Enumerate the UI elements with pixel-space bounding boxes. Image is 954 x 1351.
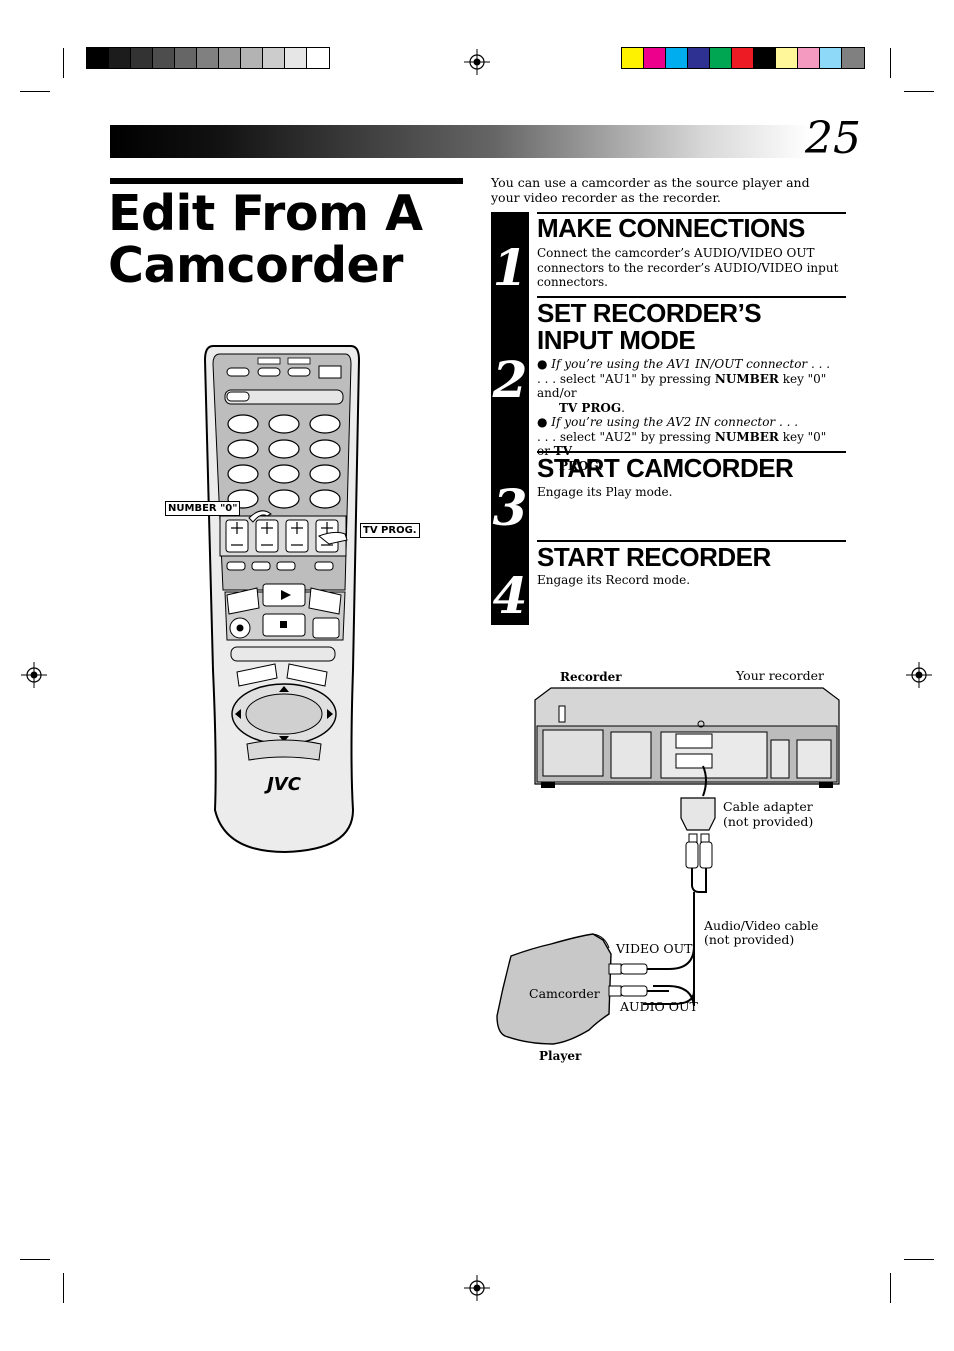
bullet-italic-text: If you’re using the AV2 IN connector . .…: [551, 415, 799, 429]
instruction-line: . . . select "AU1" by pressing NUMBER ke…: [537, 372, 842, 401]
instruction-line: PROG.: [537, 459, 842, 474]
color-swatch: [219, 48, 241, 68]
key-name: PROG: [559, 458, 599, 473]
color-swatch: [109, 48, 131, 68]
callout-tv-prog: TV PROG.: [360, 523, 420, 538]
av-cable-label: Audio/Video cable: [704, 918, 819, 933]
step-rule: [537, 540, 846, 542]
step-number: 1: [492, 238, 528, 297]
text-run: key "0" and/or: [537, 371, 827, 401]
color-swatch: [644, 48, 666, 68]
step-rule: [537, 451, 846, 453]
remote-brand-logo: JVC: [264, 774, 302, 795]
color-swatch: [688, 48, 710, 68]
color-swatch: [285, 48, 307, 68]
step-number: 3: [492, 478, 528, 537]
step-text: ● If you’re using the AV1 IN/OUT connect…: [537, 357, 842, 473]
registration-mark-icon: [906, 662, 932, 688]
color-swatch: [776, 48, 798, 68]
bullet-line: ● If you’re using the AV1 IN/OUT connect…: [537, 357, 831, 371]
step-text: Engage its Record mode.: [537, 573, 691, 587]
crop-mark: [20, 1259, 50, 1260]
text-run: .: [621, 400, 625, 415]
color-swatch: [131, 48, 153, 68]
step-number: 2: [492, 350, 528, 409]
color-swatch: [798, 48, 820, 68]
av-cable-note: (not provided): [704, 932, 795, 947]
step-text: Engage its Play mode.: [537, 485, 673, 499]
header-band: [110, 125, 810, 158]
crop-mark: [890, 1273, 891, 1303]
connection-diagram: [496, 687, 840, 1045]
step-rule: [537, 212, 846, 214]
color-swatch: [175, 48, 197, 68]
instruction-line: TV PROG.: [537, 401, 842, 416]
registration-mark-icon: [464, 1275, 490, 1301]
your-recorder-label: Your recorder: [736, 668, 824, 683]
page-title: Edit From A Camcorder: [108, 185, 423, 294]
camcorder-label: Camcorder: [529, 986, 600, 1001]
step-heading: SET RECORDER’S INPUT MODE: [537, 298, 762, 355]
crop-mark: [20, 91, 50, 92]
color-swatch: [622, 48, 644, 68]
registration-mark-icon: [464, 49, 490, 75]
page-number: 25: [805, 113, 861, 164]
color-swatch: [197, 48, 219, 68]
crop-mark: [904, 1259, 934, 1260]
text-run: . . . select "AU2" by pressing: [537, 429, 715, 444]
key-name: TV PROG: [559, 400, 622, 415]
cable-adapter-label: Cable adapter: [723, 799, 813, 814]
step-text: Connect the camcorder’s AUDIO/VIDEO OUT …: [537, 246, 839, 289]
text-run: .: [598, 458, 603, 473]
color-swatch: [666, 48, 688, 68]
color-swatch: [710, 48, 732, 68]
color-swatch: [732, 48, 754, 68]
registration-mark-icon: [21, 662, 47, 688]
remote-control-illustration: JVC: [203, 345, 361, 854]
crop-mark: [904, 91, 934, 92]
intro-text: You can use a camcorder as the source pl…: [491, 175, 810, 205]
step-number-column: [491, 212, 529, 625]
bullet-italic-text: If you’re using the AV1 IN/OUT connector…: [551, 357, 831, 371]
color-swatch: [307, 48, 329, 68]
step-heading: MAKE CONNECTIONS: [537, 213, 805, 243]
crop-mark: [890, 48, 891, 78]
step-heading: START RECORDER: [537, 542, 771, 572]
title-rule: [110, 178, 463, 184]
player-label: Player: [539, 1049, 582, 1063]
key-name: NUMBER: [714, 371, 779, 386]
crop-mark: [63, 1273, 64, 1303]
color-bar: [621, 47, 865, 69]
text-run: key "0" or: [537, 429, 827, 459]
step-heading: START CAMCORDER: [537, 453, 794, 483]
audio-out-label: AUDIO OUT: [620, 999, 698, 1014]
recorder-label: Recorder: [560, 670, 622, 684]
color-swatch: [241, 48, 263, 68]
color-swatch: [842, 48, 864, 68]
color-swatch: [263, 48, 285, 68]
instruction-line: . . . select "AU2" by pressing NUMBER ke…: [537, 430, 842, 459]
color-swatch: [820, 48, 842, 68]
step-number: 4: [492, 566, 528, 625]
color-swatch: [153, 48, 175, 68]
bullet-line: ● If you’re using the AV2 IN connector .…: [537, 415, 799, 429]
gray-scale-bar: [86, 47, 330, 69]
step-rule: [537, 296, 846, 298]
key-name: NUMBER: [714, 429, 779, 444]
text-run: . . . select "AU1" by pressing: [537, 371, 715, 386]
cable-adapter-note: (not provided): [723, 814, 814, 829]
crop-mark: [63, 48, 64, 78]
callout-number-0: NUMBER "0": [165, 501, 241, 516]
video-out-label: VIDEO OUT: [616, 941, 693, 956]
color-swatch: [754, 48, 776, 68]
color-swatch: [87, 48, 109, 68]
